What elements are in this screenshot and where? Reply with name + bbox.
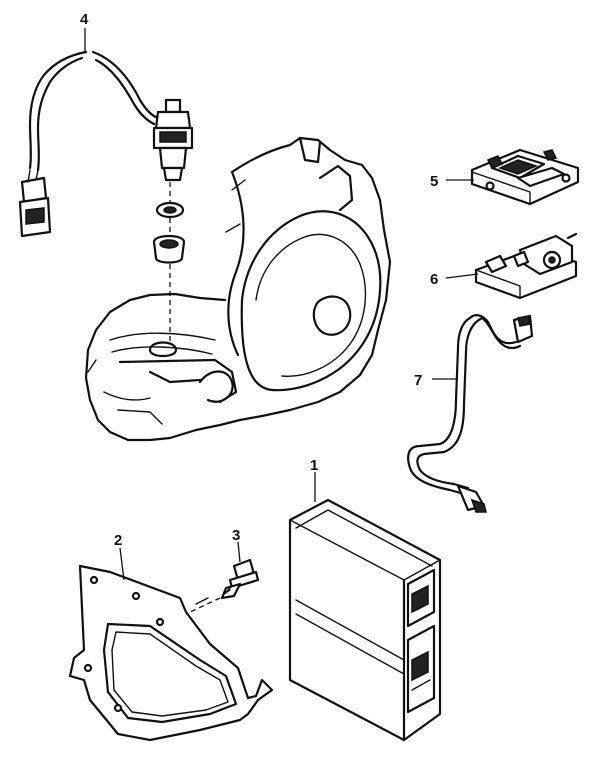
part-5-component (470, 148, 580, 206)
callout-5: 5 (430, 173, 438, 190)
part-1-control-unit (288, 498, 442, 742)
callout-1: 1 (310, 457, 318, 474)
callout-6: 6 (430, 271, 438, 288)
part-3-bolt (185, 558, 260, 615)
leader-lines (84, 28, 479, 581)
part-4-speed-sensor (18, 50, 194, 345)
part-6-component (474, 232, 578, 300)
part-2-bracket (68, 564, 274, 742)
transmission-housing (84, 136, 392, 442)
callout-7: 7 (414, 372, 422, 389)
callout-4: 4 (80, 11, 89, 28)
part-7-hose (407, 314, 534, 513)
callout-labels: 4 5 6 7 1 2 3 (80, 11, 438, 549)
callout-3: 3 (232, 527, 240, 544)
callout-2: 2 (114, 532, 122, 549)
